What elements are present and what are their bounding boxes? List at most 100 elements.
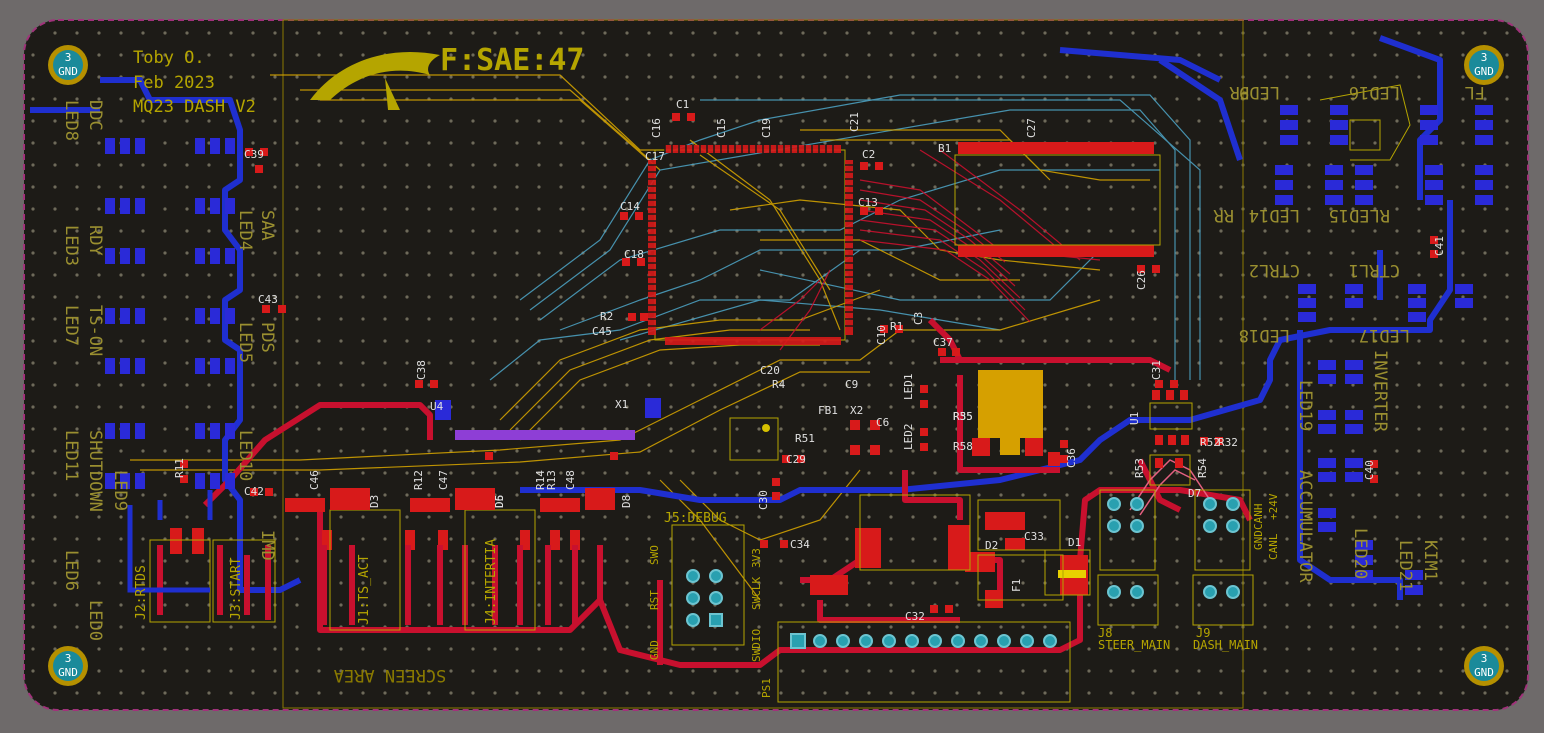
designator: R55 xyxy=(953,410,973,423)
through-hole-pads xyxy=(671,489,1254,703)
designator: C9 xyxy=(845,378,858,391)
svg-text:GND: GND xyxy=(58,666,78,679)
designator: R52 xyxy=(1200,436,1220,449)
designator-labels: C1 C2 C3 C6 C9 C10 C13 C14 C15 C16 C17 C… xyxy=(173,98,1446,623)
passive-components xyxy=(180,113,1438,613)
designator: C31 xyxy=(1150,360,1163,380)
author-label: Toby O. xyxy=(133,48,205,68)
designator: D5 xyxy=(493,495,506,508)
v3-label: 3V3 xyxy=(750,548,763,568)
ps1-label: PS1 xyxy=(760,678,773,698)
swo-label: SWO xyxy=(648,545,661,565)
led-label: LED20 xyxy=(1350,528,1370,579)
led-label: CTRL2 xyxy=(1249,260,1300,280)
designator: C37 xyxy=(933,336,953,349)
designator: X1 xyxy=(615,398,628,411)
j2-label: J2:RTDS xyxy=(134,565,149,620)
designator: F1 xyxy=(1010,579,1023,592)
designator: D2 xyxy=(985,539,998,552)
svg-text:GND: GND xyxy=(1474,666,1494,679)
svg-text:GND: GND xyxy=(58,65,78,78)
right-silk-outlines xyxy=(1319,84,1411,161)
designator: R58 xyxy=(953,440,973,453)
j1-label: J1:TS_ACT xyxy=(357,554,372,625)
designator: C38 xyxy=(415,360,428,380)
board-name-label: MQ23 DASH V2 xyxy=(133,97,256,117)
swclk-label: SWCLK xyxy=(750,577,763,610)
fsae-logo xyxy=(310,52,440,110)
led-label: LED5 xyxy=(235,322,255,363)
canl-label: CANL xyxy=(1267,533,1280,560)
left-led-pads xyxy=(105,138,235,489)
svg-text:3: 3 xyxy=(65,51,72,64)
designator: U1 xyxy=(1128,412,1141,425)
j8-label: J8 xyxy=(1098,626,1112,640)
designator: C46 xyxy=(308,470,321,490)
mount-hole-br: 3 GND xyxy=(1464,646,1504,686)
led-label: LED21 xyxy=(1395,540,1415,591)
designator: C16 xyxy=(650,118,663,138)
svg-text:3: 3 xyxy=(65,652,72,665)
led-label: LED18 xyxy=(1239,325,1290,345)
designator: C47 xyxy=(437,470,450,490)
canh-label: CANH xyxy=(1252,504,1265,531)
designator: R54 xyxy=(1196,458,1209,478)
led-label: FL xyxy=(1465,82,1485,102)
led-label: LED19 xyxy=(1295,380,1315,431)
designator: C36 xyxy=(1065,448,1078,468)
designator: C17 xyxy=(645,150,665,163)
left-led-labels: LED8 DDC LED3 RDY LED4 SAA LED7 TS-ON LE… xyxy=(61,100,277,641)
designator: C27 xyxy=(1025,118,1038,138)
designator: C19 xyxy=(760,118,773,138)
led-label: LED8 xyxy=(61,100,81,141)
designator: C1 xyxy=(676,98,689,111)
designator: C18 xyxy=(624,248,644,261)
via-stitching-grid xyxy=(30,26,1522,704)
j5-label: J5:DEBUG xyxy=(664,511,727,526)
screen-area-label: SCREEN AREA xyxy=(334,665,447,685)
designator: C41 xyxy=(1433,236,1446,256)
designator: C45 xyxy=(592,325,612,338)
bottom-copper-traces xyxy=(30,35,1453,600)
designator: R4 xyxy=(772,378,786,391)
led-label: RDY xyxy=(85,225,105,256)
designator: R35 xyxy=(953,410,973,423)
led-label: SHUTDOWN xyxy=(85,430,105,512)
designator: C15 xyxy=(715,118,728,138)
date-label: Feb 2023 xyxy=(133,73,215,93)
designator: R53 xyxy=(1133,458,1146,478)
designator: C43 xyxy=(258,293,278,306)
designator: C14 xyxy=(620,200,640,213)
designator: C29 xyxy=(786,453,806,466)
designator: D3 xyxy=(368,495,381,508)
x1-chip xyxy=(645,398,661,418)
power-section-outlines xyxy=(859,494,1091,601)
designator: LED2 xyxy=(902,424,915,451)
designator: D8 xyxy=(620,495,633,508)
led-label: LED16 xyxy=(1349,82,1400,102)
logo-text: F:SAE:47 xyxy=(440,43,585,78)
led-label: IMD xyxy=(257,530,277,561)
led-label: LED14 xyxy=(1249,205,1300,225)
designator: C39 xyxy=(244,148,264,161)
designator: C30 xyxy=(757,490,770,510)
designator: C2 xyxy=(862,148,875,161)
qfn-pin1 xyxy=(762,424,770,432)
designator: C32 xyxy=(905,610,925,623)
steer-main-label: STEER_MAIN xyxy=(1098,638,1170,652)
designator: X2 xyxy=(850,404,863,417)
led-label: LED4 xyxy=(235,210,255,251)
power-section-pads xyxy=(810,512,1088,608)
left-connectors xyxy=(127,490,603,631)
led-label: TS-ON xyxy=(85,305,105,356)
designator: C42 xyxy=(244,485,264,498)
designator: R1 xyxy=(890,320,903,333)
designator: D1 xyxy=(1068,536,1081,549)
led-label: LED7 xyxy=(61,305,81,346)
debug-gnd-label: GND xyxy=(648,640,661,660)
designator: C10 xyxy=(875,325,888,345)
dash-main-label: DASH_MAIN xyxy=(1193,638,1258,652)
led-label: CTRL1 xyxy=(1349,260,1400,280)
